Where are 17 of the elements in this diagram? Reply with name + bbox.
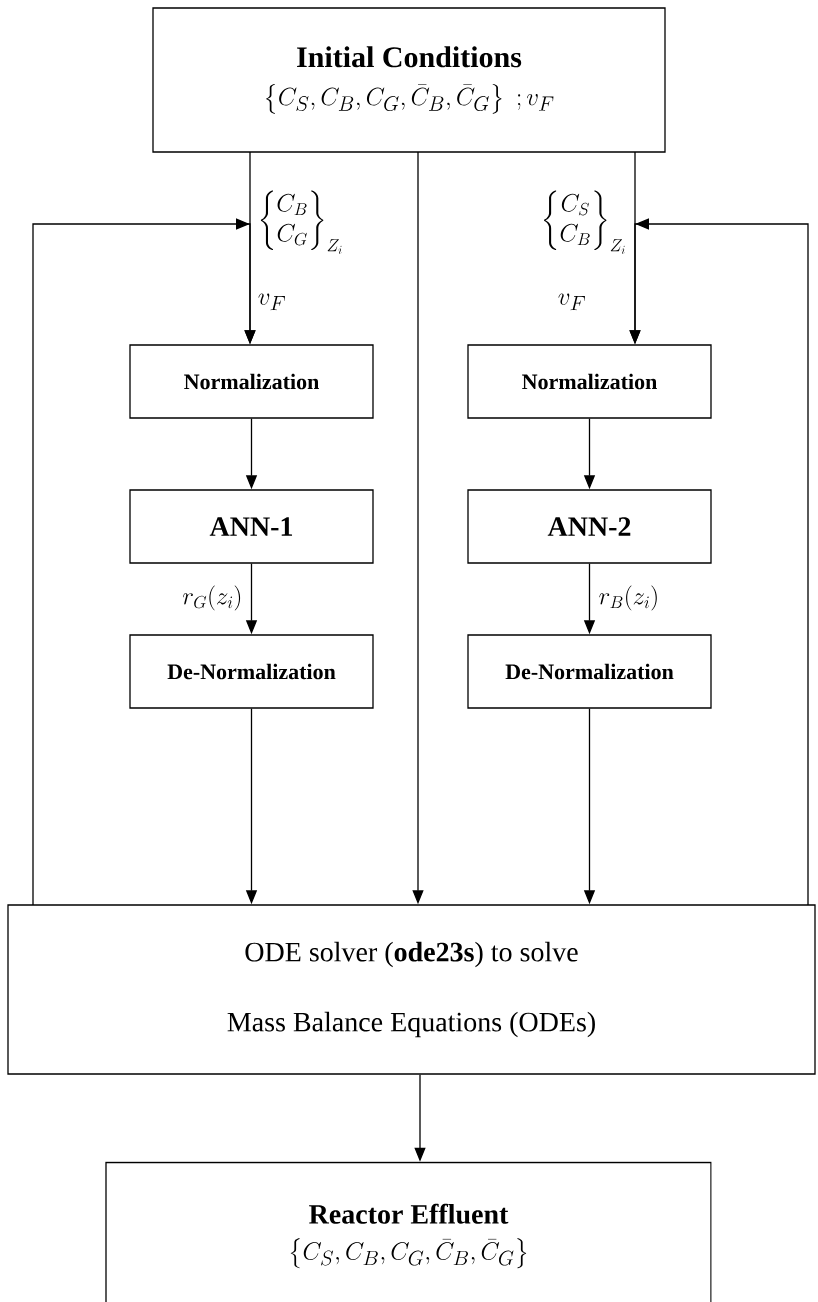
arrow [629,218,809,906]
process-box: De-Normalization [467,634,712,709]
process-box: Normalization [467,344,712,419]
process-box: ANN-1 [129,489,374,564]
process-box: Initial Conditions $\left\{C_S,C_B,C_G,\bar{C}_B,\bar{C}_G\right\}\ ;v_F$ [152,7,666,153]
process-box: Normalization [129,344,374,419]
edge-label: $r_B(z_i)$ [599,585,657,611]
process-box: ODE solver (ode23s) to solve Mass Balance Equations (ODEs) [7,904,816,1075]
arrow [32,218,256,906]
edge-label: $\begin{Bmatrix}C_S\\ C_B\end{Bmatrix}_{Z_i}$ [544,190,625,254]
edge-label: $r_G(z_i)$ [183,585,241,611]
edge-label: $\begin{Bmatrix}C_B\\ C_G\end{Bmatrix}_{Z_i}$ [260,190,342,254]
process-box: ANN-2 [467,489,712,564]
flow-label: $v_F$ [558,293,585,311]
flow-label: $v_F$ [258,293,285,311]
process-box: De-Normalization [129,634,374,709]
process-box: Reactor Effluent $\left\{C_S,C_B,C_G,\bar{C}_B,\bar{C}_G\right\}$ [105,1161,712,1302]
